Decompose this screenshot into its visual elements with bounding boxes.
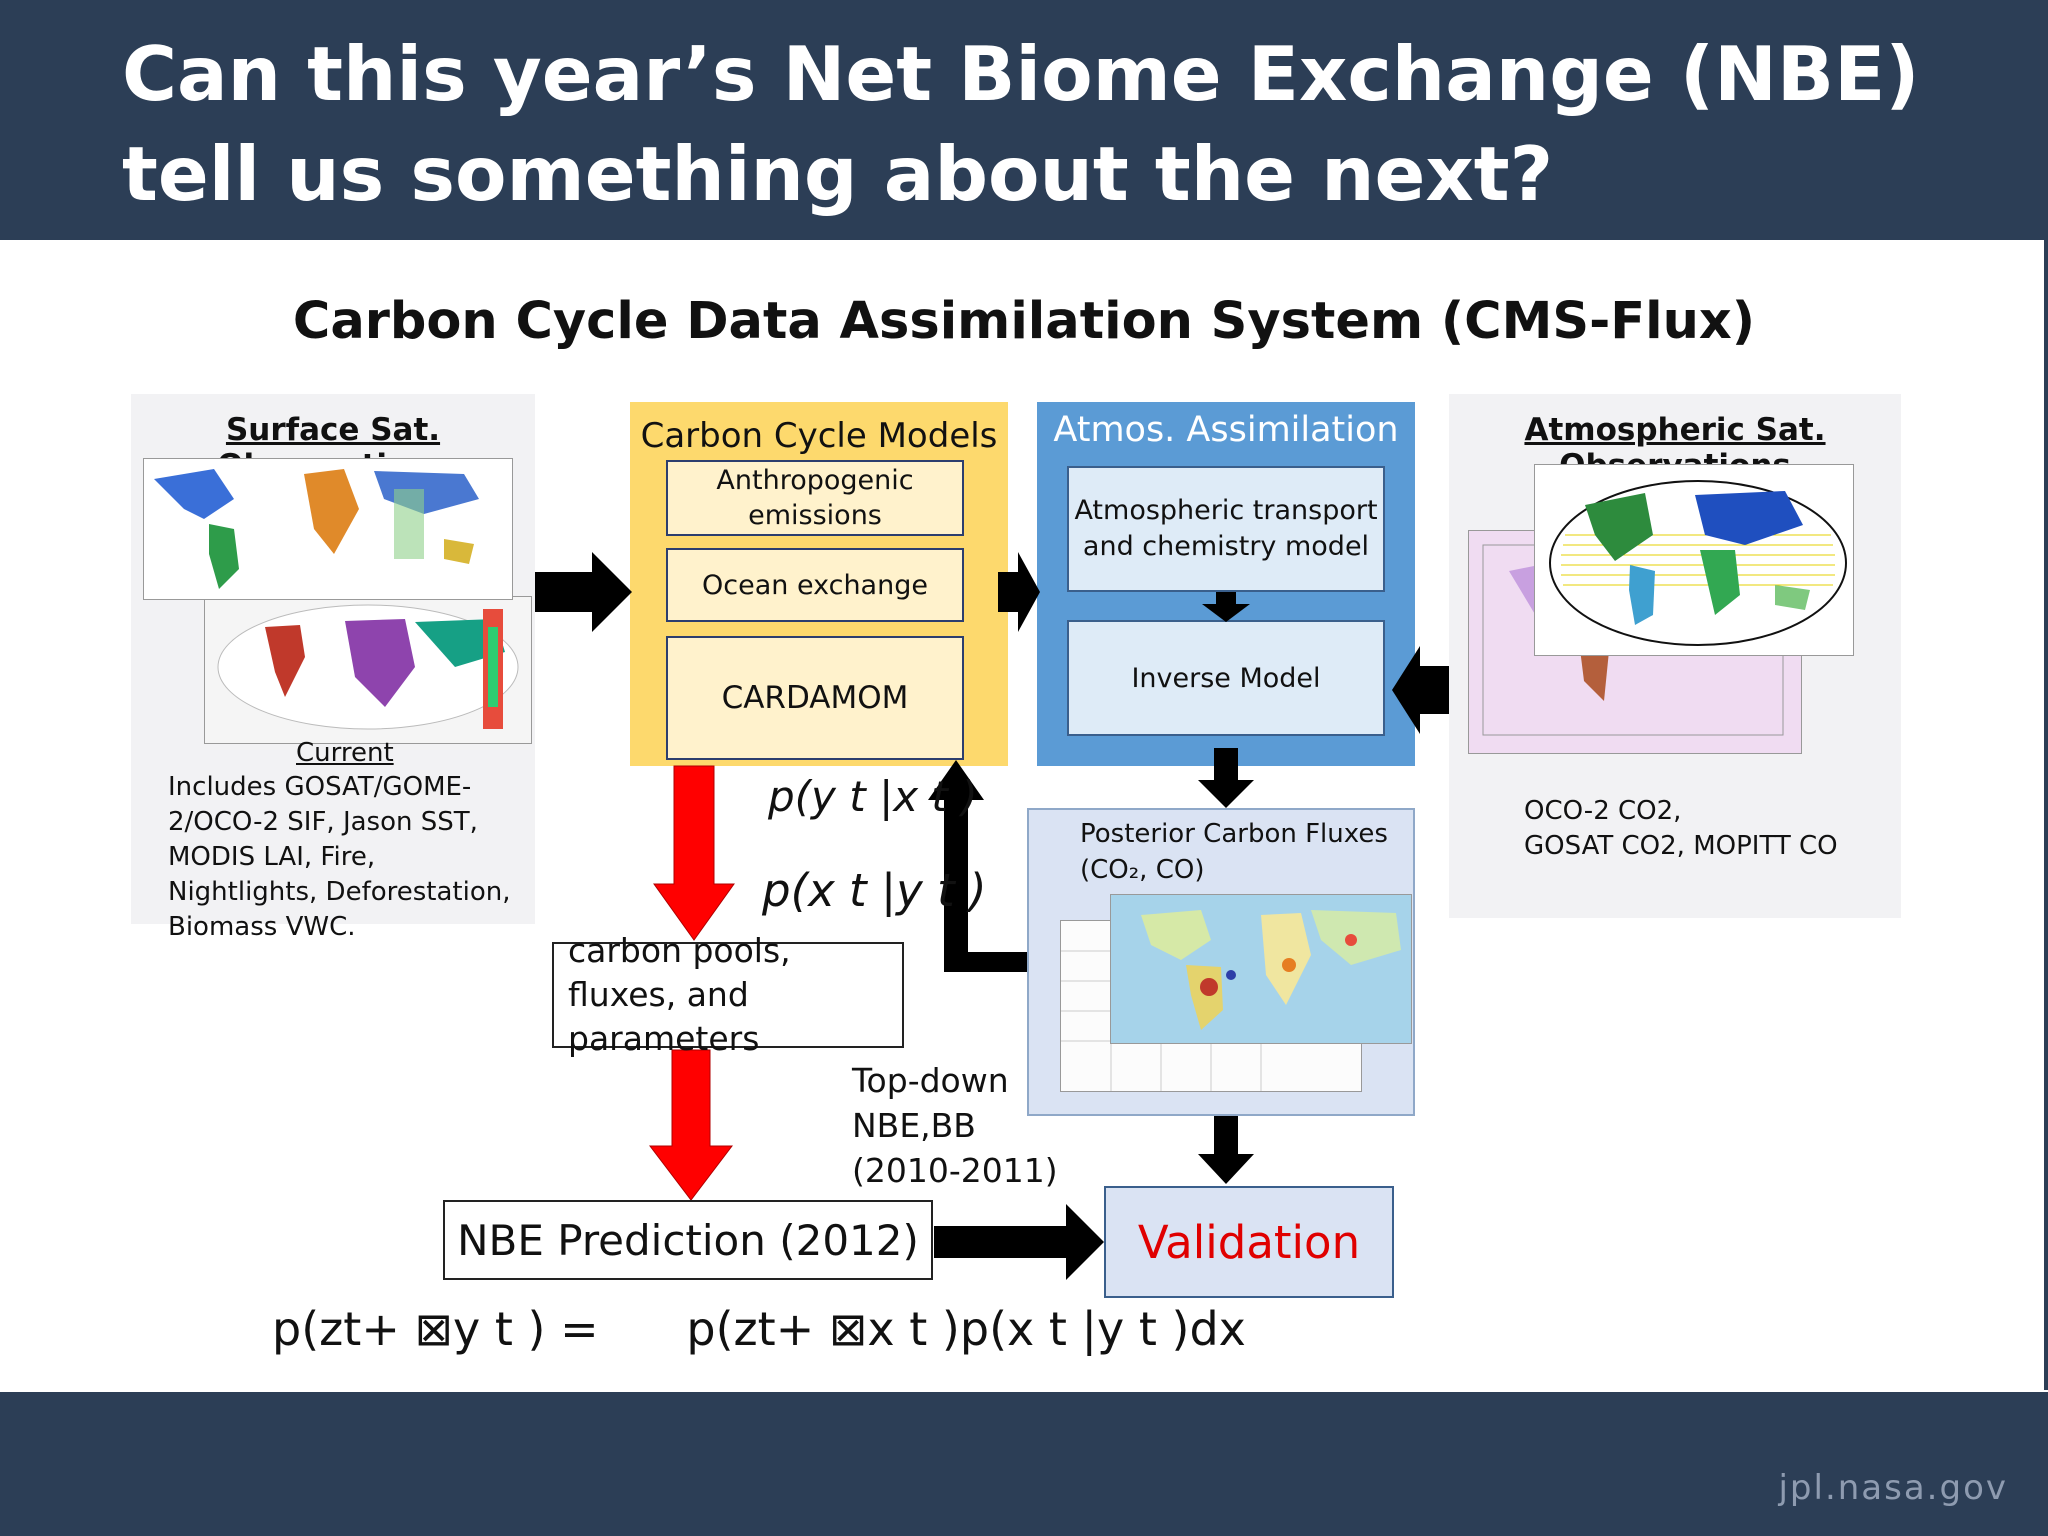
arrow-pools-to-prediction [648, 1049, 734, 1201]
arrow-transport-to-inverse [1202, 592, 1250, 622]
slide-footer-bar [0, 1392, 2048, 1536]
atmospheric-observations-line-1: OCO-2 CO2, [1524, 796, 1682, 826]
arrow-atmossat-to-atmos [1392, 646, 1449, 734]
topdown-label: Top-down NBE,BB (2010-2011) [852, 1058, 1058, 1193]
surface-map-front [143, 458, 513, 600]
posterior-fluxes-title-line-2: (CO₂, CO) [1080, 855, 1205, 885]
nbe-prediction-label: NBE Prediction (2012) [457, 1215, 919, 1265]
arrow-posterior-to-validation [1198, 1116, 1254, 1184]
ocean-exchange-label: Ocean exchange [702, 569, 928, 601]
slide-header-bar [0, 0, 2048, 240]
carbon-cycle-models-heading: Carbon Cycle Models [640, 416, 998, 456]
nbe-prediction-box: NBE Prediction (2012) [443, 1200, 933, 1280]
topdown-line-2: NBE,BB [852, 1106, 976, 1145]
carbon-pools-label: carbon pools, fluxes, and parameters [568, 931, 791, 1058]
topdown-line-3: (2010-2011) [852, 1151, 1058, 1190]
anthropogenic-emissions-box: Anthropogenic emissions [666, 460, 964, 536]
atmospheric-observations-line-2: GOSAT CO2, MOPITT CO [1524, 831, 1838, 861]
inverse-model-box: Inverse Model [1067, 620, 1385, 736]
arrow-models-to-pools [653, 765, 735, 941]
posterior-fluxes-title-line-1: Posterior Carbon Fluxes [1080, 819, 1388, 849]
surface-description: Includes GOSAT/GOME-2/OCO-2 SIF, Jason S… [168, 772, 511, 942]
slide-title: Can this year’s Net Biome Exchange (NBE)… [122, 30, 1920, 218]
cardamom-box: CARDAMOM [666, 636, 964, 760]
footer-url: jpl.nasa.gov [1778, 1468, 2008, 1508]
posterior-fluxes-title: Posterior Carbon Fluxes (CO₂, CO) [1080, 816, 1400, 888]
equation-p-x-given-y: p(x t |y t ) [762, 864, 987, 917]
surface-map-back [204, 596, 532, 744]
validation-box: Validation [1104, 1186, 1394, 1298]
diagram-title: Carbon Cycle Data Assimilation System (C… [292, 292, 1756, 351]
topdown-line-1: Top-down [852, 1061, 1009, 1100]
atmospheric-transport-box: Atmospheric transport and chemistry mode… [1067, 466, 1385, 592]
slide-right-edge [2044, 240, 2048, 1390]
inverse-model-label: Inverse Model [1131, 662, 1321, 694]
atmospheric-observations-description: OCO-2 CO2, GOSAT CO2, MOPITT CO [1524, 794, 1884, 864]
ocean-exchange-box: Ocean exchange [666, 548, 964, 622]
arrow-models-to-atmos [998, 552, 1040, 632]
atmospheric-map-front [1534, 464, 1854, 656]
anthropogenic-emissions-label: Anthropogenic emissions [716, 465, 914, 531]
arrow-posterior-to-cardamom [928, 760, 1027, 972]
equation-p-y-given-x: p(y t |x t ) [768, 772, 978, 821]
arrow-atmos-to-posterior [1198, 748, 1254, 808]
posterior-map-front [1110, 894, 1412, 1044]
carbon-pools-box: carbon pools, fluxes, and parameters [552, 931, 904, 1058]
surface-current-label: Current [296, 738, 394, 768]
atmos-assimilation-heading: Atmos. Assimilation [1053, 410, 1399, 450]
validation-label: Validation [1137, 1215, 1361, 1269]
atmospheric-transport-label: Atmospheric transport and chemistry mode… [1074, 495, 1378, 562]
prediction-formula: p(zt+ ⊠y t ) = p(zt+ ⊠x t )p(x t |y t )d… [272, 1302, 1246, 1356]
arrow-surface-to-models [535, 552, 632, 632]
arrow-prediction-to-validation [934, 1204, 1104, 1280]
cardamom-label: CARDAMOM [721, 680, 909, 716]
